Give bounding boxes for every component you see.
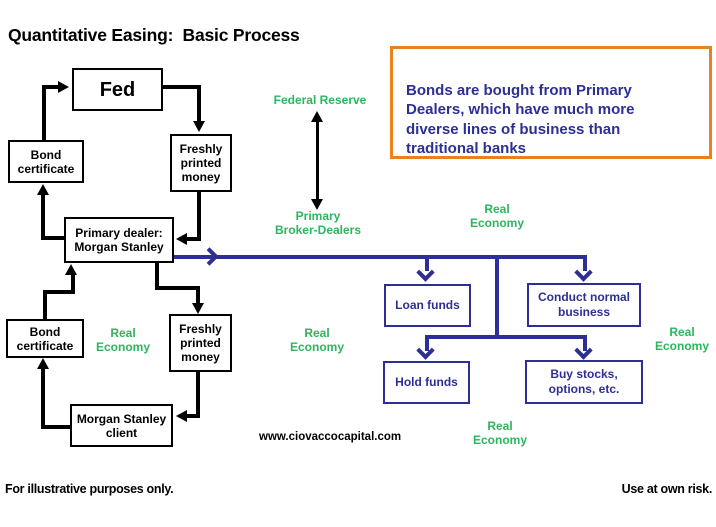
callout-text: Bonds are bought from Primary Dealers, w… bbox=[406, 81, 635, 158]
label-real-economy-left: Real Economy bbox=[95, 326, 150, 354]
connector-bondcert-to-fed-vertical bbox=[42, 85, 46, 140]
arrowhead-into-client-icon bbox=[176, 410, 187, 422]
page-title: Quantitative Easing: Basic Process bbox=[8, 25, 300, 45]
connector-money2-to-client-vertical bbox=[196, 372, 200, 418]
primary-dealer-box: Primary dealer: Morgan Stanley bbox=[64, 217, 174, 263]
connector-dealer-to-bondcert-vertical bbox=[41, 194, 45, 240]
blue-arrowhead-right-icon bbox=[200, 247, 219, 266]
arrowhead-into-dealer-bottom-icon bbox=[65, 264, 77, 275]
blue-arrowhead-conduct-icon bbox=[574, 263, 593, 282]
morgan-stanley-client-box: Morgan Stanley client bbox=[70, 404, 173, 447]
connector-bondcert2-up-vertical2 bbox=[71, 274, 75, 294]
connector-dealer-down-vertical bbox=[155, 263, 159, 290]
hold-funds-box: Hold funds bbox=[383, 361, 470, 404]
label-real-economy-right: Real Economy bbox=[654, 325, 709, 353]
loan-funds-box: Loan funds bbox=[384, 284, 471, 327]
connector-bondcert2-up-vertical bbox=[43, 290, 47, 319]
connector-client-to-bondcert2-vertical bbox=[41, 368, 45, 429]
arrowhead-into-money-top-icon bbox=[193, 121, 205, 132]
arrowhead-down-brokerdealers-icon bbox=[311, 199, 323, 210]
buy-stocks-box: Buy stocks, options, etc. bbox=[525, 360, 643, 404]
blue-drop-holdfunds-vertical bbox=[425, 337, 429, 351]
arrowhead-into-dealer-icon bbox=[176, 233, 187, 245]
arrowhead-into-bondcert-bottom-icon bbox=[37, 358, 49, 369]
blue-second-horizontal bbox=[425, 335, 587, 339]
freshly-printed-money-bottom-box: Freshly printed money bbox=[169, 314, 232, 372]
label-primary-broker-dealers: Primary Broker-Dealers bbox=[274, 209, 362, 237]
blue-arrowhead-holdfunds-icon bbox=[416, 341, 435, 360]
bond-certificate-bottom-box: Bond certificate bbox=[6, 319, 84, 358]
disclaimer-right-text: Use at own risk. bbox=[621, 482, 713, 496]
blue-drop-loanfunds-vertical bbox=[425, 257, 429, 271]
bond-certificate-top-box: Bond certificate bbox=[8, 140, 84, 183]
blue-main-flow-horizontal bbox=[174, 255, 587, 259]
callout-box: Bonds are bought from Primary Dealers, w… bbox=[390, 46, 712, 159]
arrowhead-into-fed-icon bbox=[58, 81, 69, 93]
conduct-normal-business-box: Conduct normal business bbox=[527, 283, 641, 327]
freshly-printed-money-top-box: Freshly printed money bbox=[170, 134, 232, 192]
connector-client-to-bondcert2-horizontal bbox=[41, 425, 70, 429]
blue-drop-buystocks-vertical bbox=[583, 337, 587, 351]
label-real-economy-bottom: Real Economy bbox=[472, 419, 527, 447]
label-real-economy-upper: Real Economy bbox=[469, 202, 524, 230]
connector-fed-to-money-horizontal bbox=[163, 85, 201, 89]
blue-arrowhead-loanfunds-icon bbox=[416, 263, 435, 282]
label-real-economy-center: Real Economy bbox=[289, 326, 344, 354]
connector-fed-to-money-vertical bbox=[197, 85, 201, 122]
disclaimer-left-text: For illustrative purposes only. bbox=[5, 482, 174, 496]
label-federal-reserve: Federal Reserve bbox=[273, 93, 367, 107]
blue-arrowhead-buystocks-icon bbox=[574, 341, 593, 360]
connector-dealer-down-horizontal bbox=[155, 286, 200, 290]
connector-fedreserve-brokerdealers-vertical bbox=[316, 121, 319, 201]
connector-money-to-dealer-vertical bbox=[197, 192, 201, 241]
fed-box: Fed bbox=[72, 68, 163, 111]
connector-money-to-dealer-horizontal bbox=[187, 237, 201, 241]
blue-drop-conduct-vertical bbox=[583, 257, 587, 271]
connector-bondcert-to-fed-horizontal bbox=[42, 85, 60, 89]
website-text: www.ciovaccocapital.com bbox=[259, 431, 402, 443]
connector-dealer-down-vertical2 bbox=[196, 286, 200, 304]
arrowhead-into-money-bottom-icon bbox=[192, 303, 204, 314]
arrowhead-into-bondcert-top-icon bbox=[37, 184, 49, 195]
blue-mid-vertical bbox=[495, 255, 499, 339]
arrowhead-up-fedreserve-icon bbox=[311, 111, 323, 122]
connector-dealer-to-bondcert-horizontal bbox=[41, 236, 64, 240]
connector-money2-to-client-horizontal bbox=[187, 414, 200, 418]
connector-bondcert2-up-horizontal bbox=[43, 290, 75, 294]
